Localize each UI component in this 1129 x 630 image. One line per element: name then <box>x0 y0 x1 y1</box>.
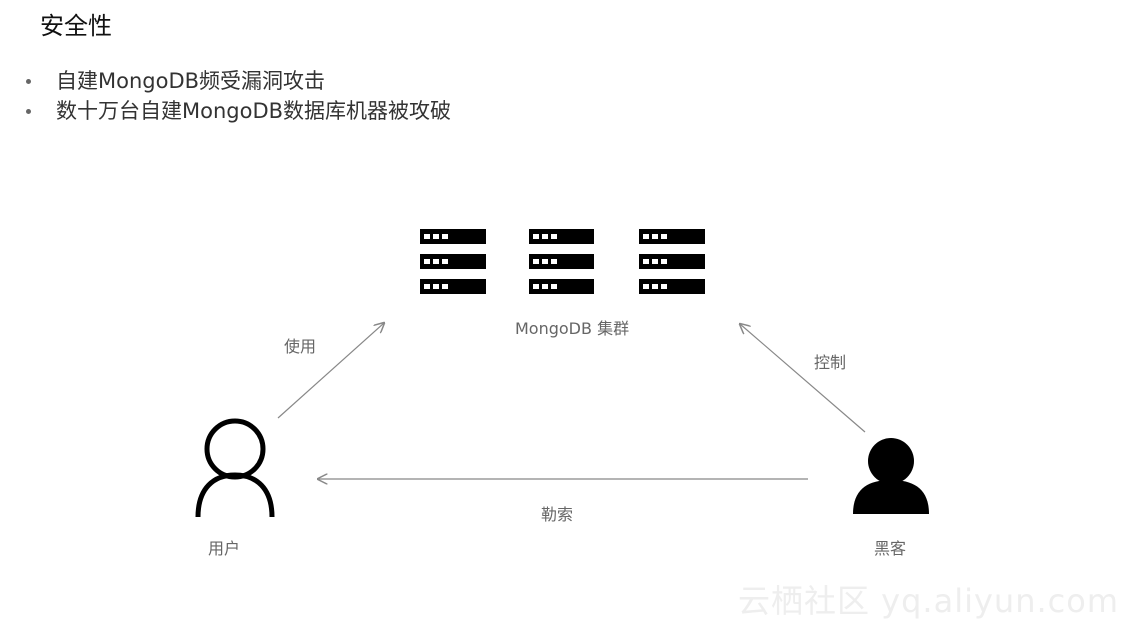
arrow-use <box>277 323 384 419</box>
user-label: 用户 <box>208 539 241 558</box>
arrow-control <box>740 324 866 433</box>
bullet-text: 数十万台自建MongoDB数据库机器被攻破 <box>56 99 452 123</box>
bullet-item: 数十万台自建MongoDB数据库机器被攻破 <box>24 96 451 126</box>
edge-label-control: 控制 <box>814 353 847 372</box>
edge-label-extort: 勒索 <box>541 505 574 524</box>
bullet-list: 自建MongoDB频受漏洞攻击 数十万台自建MongoDB数据库机器被攻破 <box>24 66 451 126</box>
bullet-dot-icon <box>26 79 31 84</box>
server-cluster <box>420 229 705 294</box>
user-icon <box>195 418 275 518</box>
hacker-label: 黑客 <box>874 539 907 558</box>
bullet-text: 自建MongoDB频受漏洞攻击 <box>56 69 326 93</box>
cluster-label: MongoDB 集群 <box>515 319 630 338</box>
watermark: 云栖社区 yq.aliyun.com <box>737 582 1119 620</box>
server-icon <box>639 229 705 294</box>
server-icon <box>420 229 486 294</box>
server-icon <box>529 229 594 294</box>
edge-label-use: 使用 <box>284 337 317 356</box>
hacker-icon <box>853 438 929 514</box>
bullet-item: 自建MongoDB频受漏洞攻击 <box>24 66 451 96</box>
page-title: 安全性 <box>40 12 112 40</box>
bullet-dot-icon <box>26 109 31 114</box>
